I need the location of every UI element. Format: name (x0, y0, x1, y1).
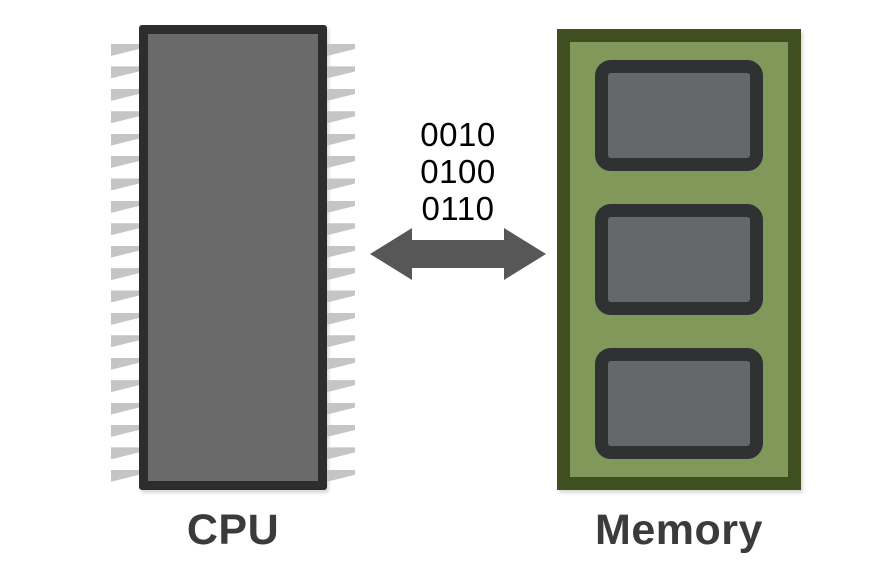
binary-line: 0110 (421, 190, 495, 227)
cpu-pin (327, 66, 355, 79)
cpu-pin (111, 66, 139, 79)
cpu-pin (327, 268, 355, 281)
memory-module (557, 29, 801, 490)
cpu-pin (327, 44, 355, 56)
cpu-pin (111, 335, 139, 348)
cpu-pin (327, 335, 355, 348)
cpu-pin (327, 111, 355, 124)
cpu-pin (111, 156, 139, 169)
cpu-pin (327, 447, 355, 460)
cpu-pin (111, 290, 139, 303)
cpu-pin (327, 424, 355, 437)
cpu-pin (111, 200, 139, 213)
memory-chip (595, 348, 763, 459)
cpu-pin (111, 133, 139, 146)
binary-line: 0010 (420, 116, 496, 153)
cpu-chip (139, 25, 327, 490)
cpu-pin (327, 178, 355, 191)
binary-line: 0100 (420, 153, 496, 190)
arrow-shape (370, 228, 546, 280)
cpu-pin (327, 88, 355, 101)
bidirectional-arrow-icon (370, 228, 546, 280)
cpu-pin (111, 223, 139, 236)
cpu-pin (111, 424, 139, 437)
cpu-label: CPU (186, 506, 280, 554)
cpu-pin (111, 380, 139, 393)
memory-chip (595, 204, 763, 315)
cpu-pins-right (327, 44, 355, 482)
cpu-pin (327, 402, 355, 415)
cpu-pin (111, 268, 139, 281)
cpu-pin (327, 357, 355, 370)
cpu-pins-left (111, 44, 139, 482)
cpu-pin (327, 469, 355, 482)
cpu-pin (111, 357, 139, 370)
cpu-pin (111, 312, 139, 325)
cpu-pin (111, 402, 139, 415)
cpu-pin (111, 245, 139, 258)
cpu-pin (327, 223, 355, 236)
cpu-pin (111, 178, 139, 191)
cpu-pin (327, 245, 355, 258)
cpu-pin (111, 469, 139, 482)
cpu-pin (327, 156, 355, 169)
cpu-pin (111, 111, 139, 124)
cpu-pin (327, 133, 355, 146)
cpu-pin (111, 447, 139, 460)
cpu-pin (327, 200, 355, 213)
cpu-pin (111, 88, 139, 101)
memory-label: Memory (595, 506, 763, 554)
cpu-pin (327, 380, 355, 393)
cpu-pin (327, 312, 355, 325)
memory-chip (595, 60, 763, 171)
cpu-pin (111, 44, 139, 56)
cpu-pin (327, 290, 355, 303)
